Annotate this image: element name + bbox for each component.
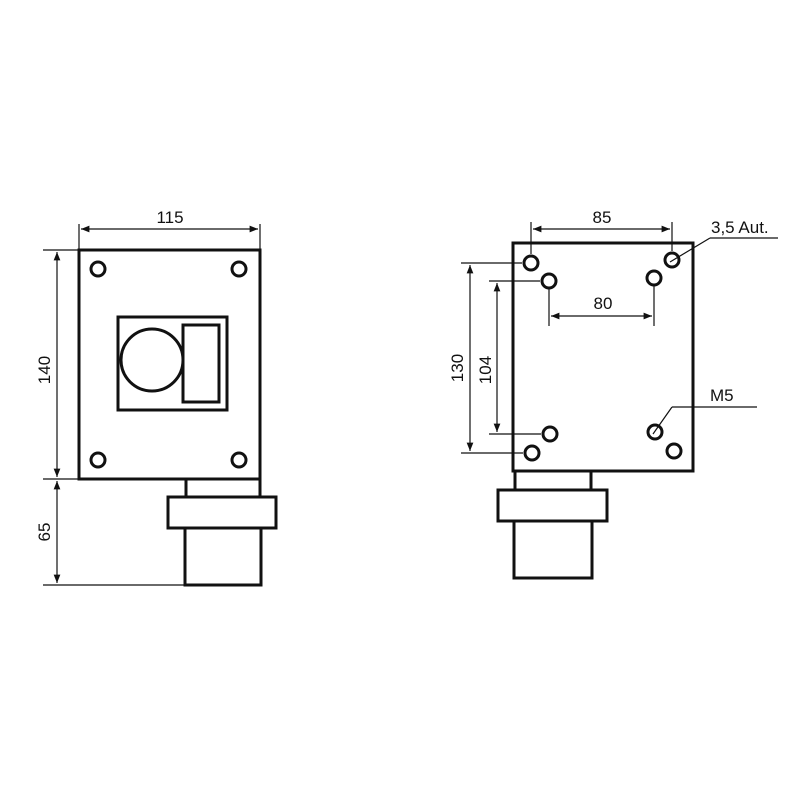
- front-view: 115 140 65: [35, 208, 278, 587]
- front-screw-bottom-left: [89, 451, 107, 469]
- dimension-gland-65: 65: [35, 481, 184, 586]
- rear-hole-outer-bottom-left: [523, 444, 541, 462]
- leader-label-thread: M5: [710, 386, 734, 405]
- rear-enclosure: [511, 241, 695, 473]
- dimension-outer-85: 85: [530, 208, 673, 254]
- button-panel: [116, 315, 229, 412]
- leader-self-tapping: 3,5 Aut.: [669, 218, 778, 263]
- leader-label-self-tapping: 3,5 Aut.: [711, 218, 769, 237]
- dimension-label-65: 65: [35, 523, 54, 542]
- dimension-width-115: 115: [78, 208, 261, 249]
- front-screw-bottom-right: [230, 451, 248, 469]
- rear-view: 85 80 130 104 3,5 Aut.: [448, 208, 778, 580]
- rear-hole-inner-top-right: [645, 269, 663, 287]
- rear-hole-inner-bottom-right: [646, 423, 664, 441]
- indicator-window: [181, 323, 221, 404]
- front-screw-top-left: [89, 260, 107, 278]
- front-gland-nut: [166, 495, 278, 530]
- front-screw-top-right: [230, 260, 248, 278]
- rear-hole-inner-top-left: [540, 272, 558, 290]
- rear-hole-outer-top-left: [522, 254, 540, 272]
- rear-hole-outer-bottom-right: [665, 442, 683, 460]
- front-gland-body: [183, 526, 263, 587]
- rear-hole-inner-bottom-left: [541, 425, 559, 443]
- dimension-height-140: 140: [35, 249, 78, 480]
- dimension-outer-130: 130: [448, 262, 523, 454]
- rear-gland-body: [512, 519, 594, 580]
- rear-gland-nut: [496, 488, 609, 523]
- rear-hole-outer-top-right: [663, 251, 681, 269]
- dimension-label-85: 85: [593, 208, 612, 227]
- dimension-label-115: 115: [156, 208, 183, 227]
- dimension-label-104: 104: [476, 356, 495, 384]
- front-enclosure: [77, 248, 262, 481]
- leader-thread: M5: [652, 386, 757, 435]
- dimension-label-80: 80: [594, 294, 613, 313]
- dimension-inner-104: 104: [476, 280, 541, 435]
- dimension-label-140: 140: [35, 356, 54, 384]
- push-button: [119, 327, 185, 393]
- dimension-label-130: 130: [448, 354, 467, 382]
- dimension-inner-80: 80: [548, 286, 655, 326]
